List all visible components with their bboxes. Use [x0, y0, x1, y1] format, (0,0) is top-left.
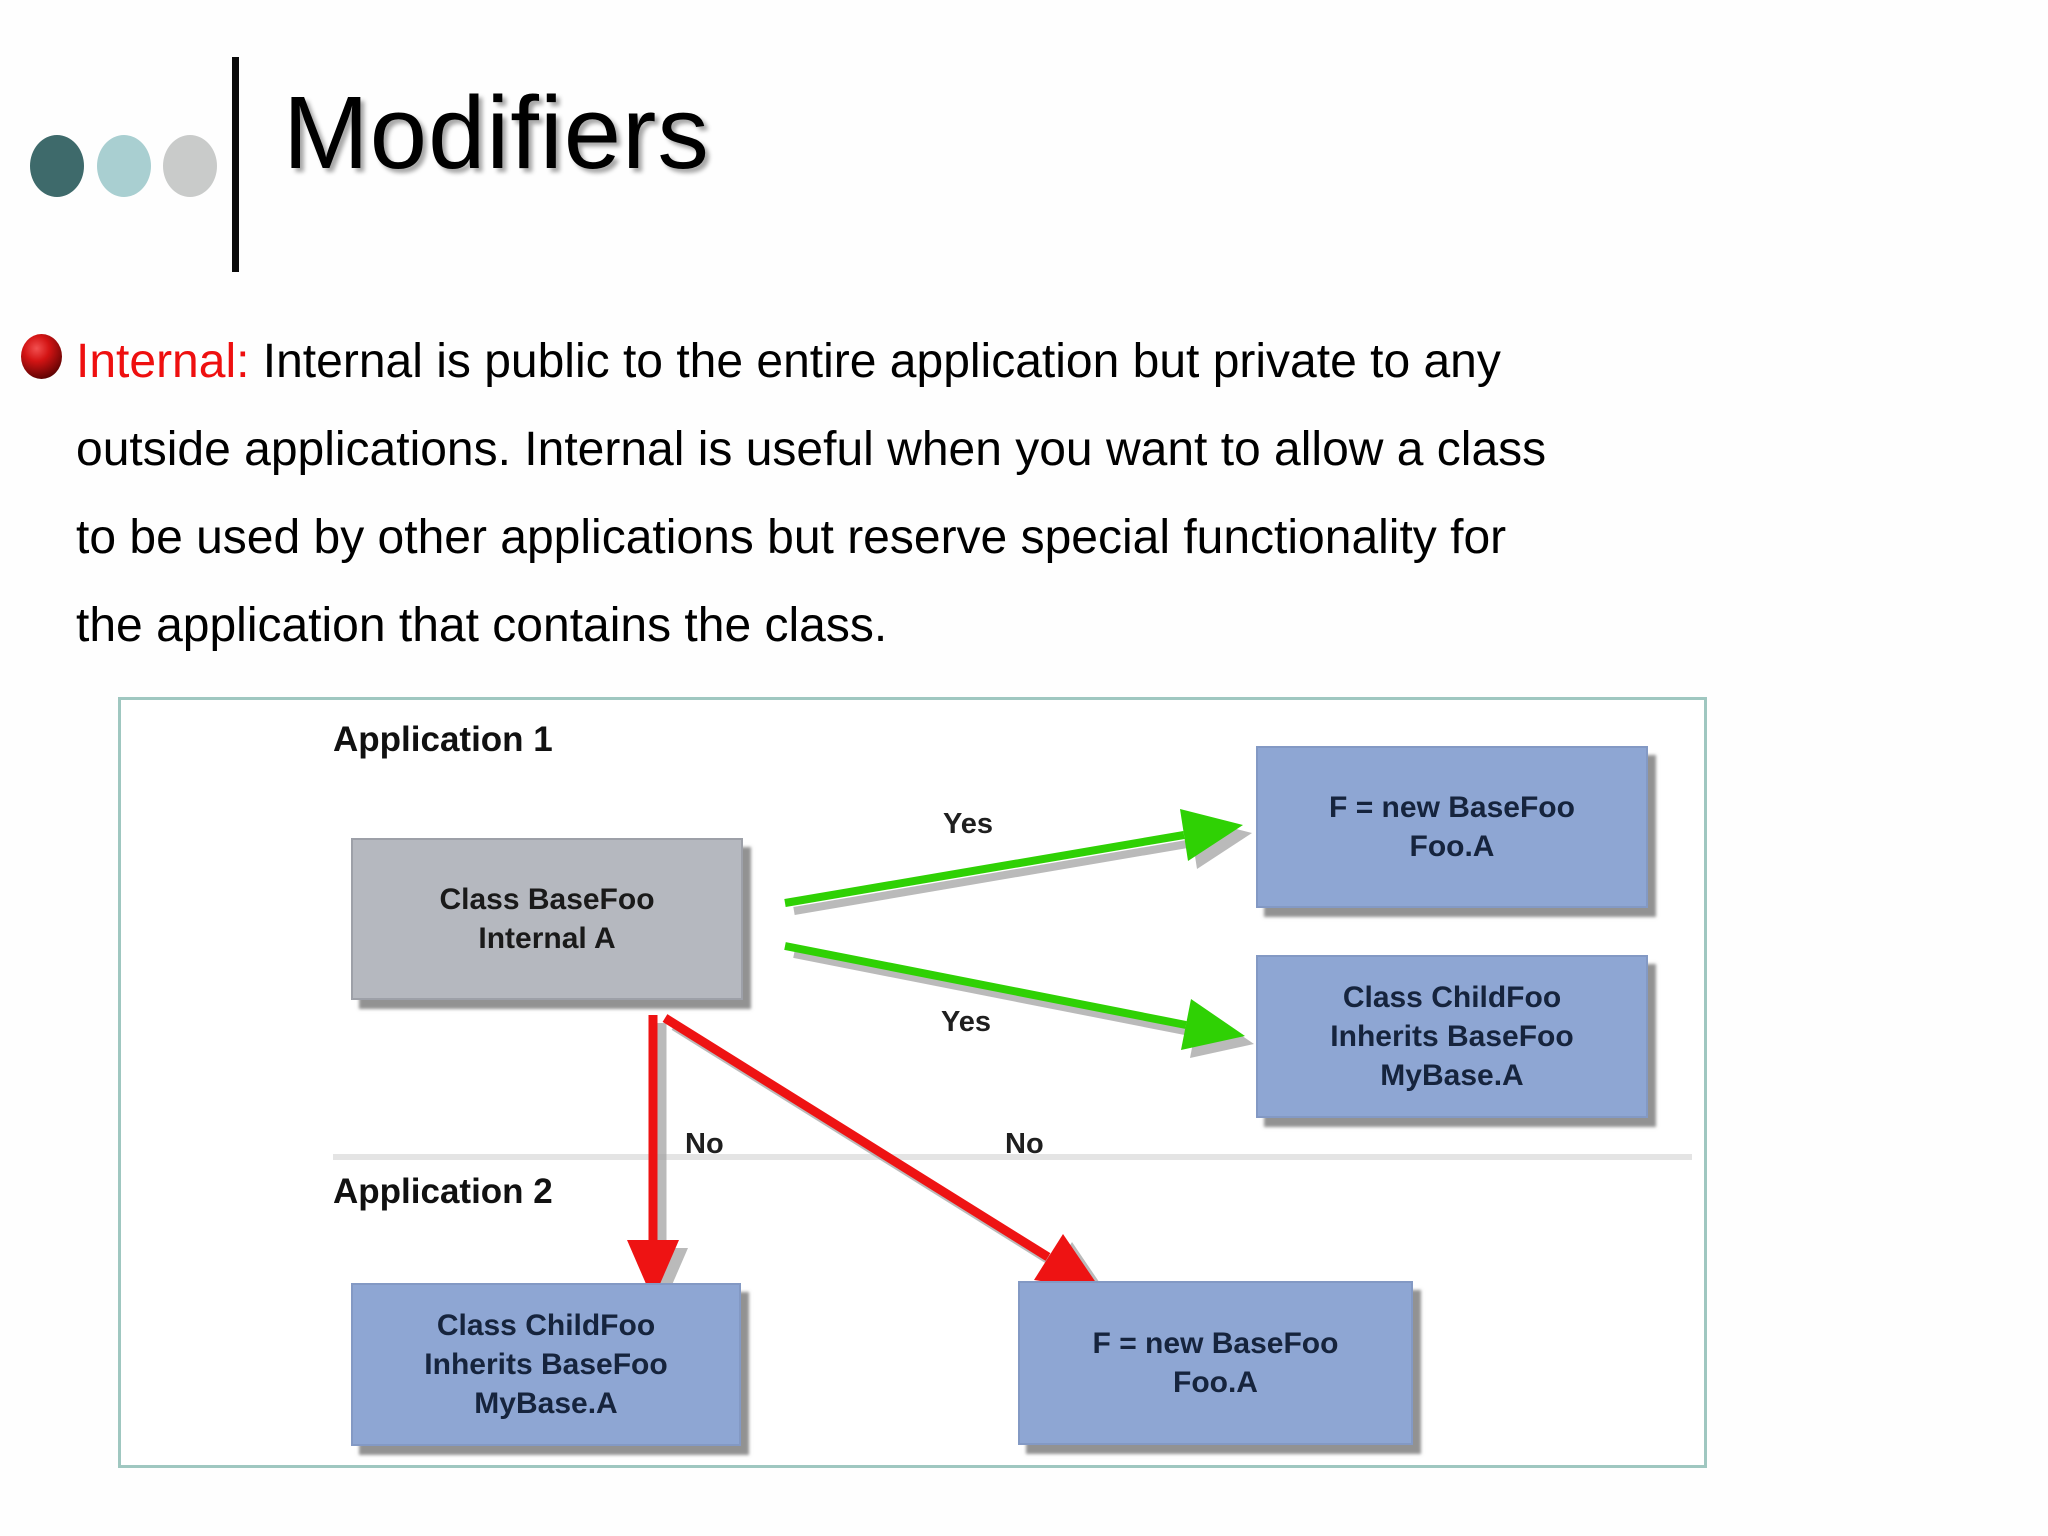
paragraph-line-1: Internal: Internal is public to the enti… — [76, 318, 1546, 406]
new-basefoo-app1-box: F = new BaseFoo Foo.A — [1256, 746, 1648, 908]
title-divider-bar — [232, 57, 239, 272]
page-title: Modifiers — [283, 75, 710, 190]
childfoo-app2-box: Class ChildFoo Inherits BaseFoo MyBase.A — [351, 1283, 741, 1446]
yes-label-bottom: Yes — [941, 1006, 991, 1038]
childfoo-app2-line2: Inherits BaseFoo — [424, 1348, 668, 1381]
internal-keyword: Internal: — [76, 335, 250, 388]
class-basefoo-line1: Class BaseFoo — [439, 883, 655, 916]
yes-arrow-bottom — [784, 942, 1245, 1050]
accent-dot-dark-teal — [30, 135, 84, 197]
new-basefoo-app1-line1: F = new BaseFoo — [1329, 791, 1575, 824]
no-label-left: No — [685, 1128, 724, 1160]
new-basefoo-app2-line2: Foo.A — [1173, 1366, 1258, 1399]
childfoo-app2-line3: MyBase.A — [474, 1387, 618, 1420]
yes-arrow-top — [784, 809, 1243, 907]
class-basefoo-box: Class BaseFoo Internal A — [351, 838, 743, 1000]
new-basefoo-app2-box: F = new BaseFoo Foo.A — [1018, 1281, 1413, 1445]
application-1-label: Application 1 — [333, 720, 553, 759]
accent-dot-light-teal — [97, 135, 151, 197]
bullet-paragraph: Internal: Internal is public to the enti… — [76, 318, 1546, 670]
application-2-label: Application 2 — [333, 1172, 553, 1211]
paragraph-line-4: the application that contains the class. — [76, 599, 888, 652]
paragraph-line-3: to be used by other applications but res… — [76, 511, 1507, 564]
childfoo-app1-line2: Inherits BaseFoo — [1330, 1020, 1574, 1053]
modifiers-diagram: Application 1 Application 2 — [118, 697, 1707, 1468]
new-basefoo-app1-line2: Foo.A — [1409, 830, 1495, 863]
class-basefoo-line2: Internal A — [478, 922, 616, 955]
accent-dot-gray — [163, 135, 217, 197]
childfoo-app1-line3: MyBase.A — [1380, 1059, 1524, 1092]
bullet-sphere-icon — [21, 334, 62, 379]
paragraph-line-1-text: Internal is public to the entire applica… — [249, 335, 1501, 388]
childfoo-app1-box: Class ChildFoo Inherits BaseFoo MyBase.A — [1256, 955, 1648, 1118]
paragraph-line-2: outside applications. Internal is useful… — [76, 423, 1547, 476]
new-basefoo-app2-line1: F = new BaseFoo — [1092, 1327, 1339, 1360]
no-label-right: No — [1005, 1128, 1044, 1160]
childfoo-app1-line1: Class ChildFoo — [1342, 981, 1562, 1014]
yes-label-top: Yes — [943, 808, 993, 840]
childfoo-app2-line1: Class ChildFoo — [436, 1309, 656, 1342]
